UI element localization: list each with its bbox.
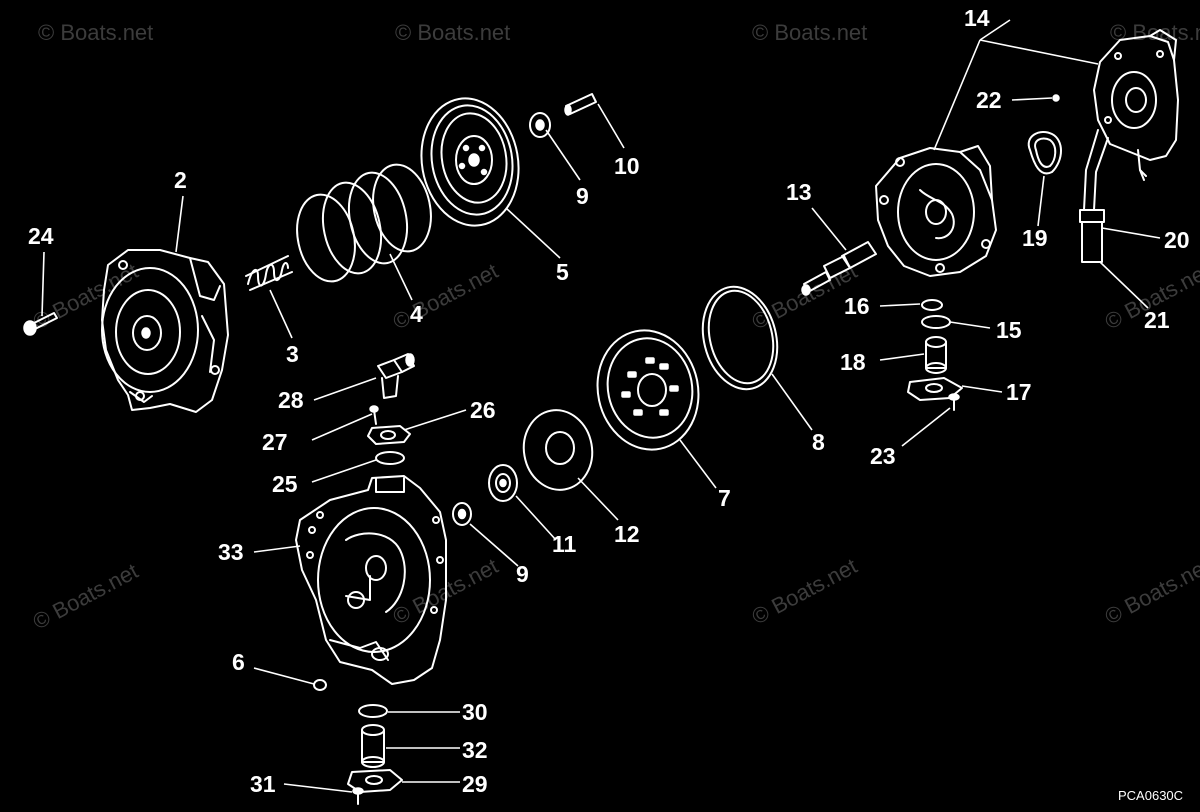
callout-22: 22: [976, 87, 1002, 113]
callout-31: 31: [250, 771, 276, 797]
part-16-o-ring: [921, 299, 943, 311]
callout-20: 20: [1164, 227, 1190, 253]
part-32-fitting: [361, 724, 385, 768]
callout-11: 11: [552, 531, 577, 557]
callout-16: 16: [844, 293, 870, 319]
part-11-check-disc: [488, 464, 518, 502]
part-29-bracket: [347, 769, 403, 793]
callout-12: 12: [614, 521, 640, 547]
part-2-housing-cover: [101, 249, 229, 413]
callout-9-lower: 9: [516, 561, 529, 587]
part-5-diaphragm-plate: [420, 97, 520, 227]
part-19-gasket: [1027, 131, 1062, 175]
callout-14: 14: [964, 5, 990, 31]
part-31-screw: [352, 787, 364, 805]
callout-33: 33: [218, 539, 244, 565]
part-4-large-spring: [296, 163, 432, 283]
callout-15: 15: [996, 317, 1022, 343]
watermark: © Boats.net: [395, 20, 510, 45]
callout-27: 27: [262, 429, 288, 455]
part-25-o-ring: [375, 451, 405, 465]
watermark: © Boats.net: [752, 20, 867, 45]
part-20-21-pump-assembly: [1079, 29, 1179, 263]
callout-24: 24: [28, 223, 54, 249]
part-24-screw: [23, 312, 58, 336]
callout-26: 26: [470, 397, 496, 423]
part-13-fitting: [801, 241, 877, 296]
part-9-washer-top: [529, 112, 551, 138]
part-7-valve-body: [596, 329, 700, 451]
part-28-elbow-fitting: [377, 353, 415, 399]
callout-13: 13: [786, 179, 812, 205]
callout-3: 3: [286, 341, 299, 367]
part-12-diaphragm: [522, 409, 594, 491]
callout-28: 28: [278, 387, 304, 413]
part-22-ball: [1052, 94, 1060, 102]
part-9-washer-lower: [452, 502, 472, 526]
callout-labels: 2 3 4 5 6 7 8 9 9 10 11 12 13 14 15 16 1…: [28, 5, 1190, 797]
callout-8: 8: [812, 429, 825, 455]
part-18-fitting: [925, 336, 947, 374]
part-14-pump-cover: [875, 145, 997, 277]
callout-7: 7: [718, 485, 731, 511]
leader-lines: [41, 19, 1161, 793]
callout-32: 32: [462, 737, 488, 763]
callout-30: 30: [462, 699, 488, 725]
part-33-pump-body: [295, 475, 447, 685]
part-8-large-o-ring: [701, 285, 779, 391]
callout-23: 23: [870, 443, 896, 469]
part-23-screw: [948, 393, 960, 411]
watermark: © Boats.net: [38, 20, 153, 45]
callout-2: 2: [174, 167, 187, 193]
callout-18: 18: [840, 349, 866, 375]
callout-4: 4: [410, 301, 423, 327]
figure-code: PCA0630C: [1118, 788, 1183, 803]
watermark: © Boats.net: [389, 258, 503, 334]
part-6-o-ring: [313, 679, 327, 691]
callout-25: 25: [272, 471, 298, 497]
part-27-screw: [369, 405, 379, 425]
callout-17: 17: [1006, 379, 1032, 405]
callout-6: 6: [232, 649, 245, 675]
part-10-pin: [564, 93, 597, 116]
part-3-small-spring: [245, 255, 293, 291]
watermark: © Boats.net: [748, 553, 862, 629]
watermark: © Boats.net: [29, 558, 143, 634]
part-26-gasket: [367, 425, 411, 445]
callout-5: 5: [556, 259, 569, 285]
watermark: © Boats.net: [1101, 553, 1200, 629]
callout-10: 10: [614, 153, 640, 179]
callout-29: 29: [462, 771, 488, 797]
callout-19: 19: [1022, 225, 1048, 251]
callout-9-top: 9: [576, 183, 589, 209]
part-15-o-ring: [921, 315, 951, 329]
callout-21: 21: [1144, 307, 1170, 333]
part-30-o-ring: [358, 704, 388, 718]
